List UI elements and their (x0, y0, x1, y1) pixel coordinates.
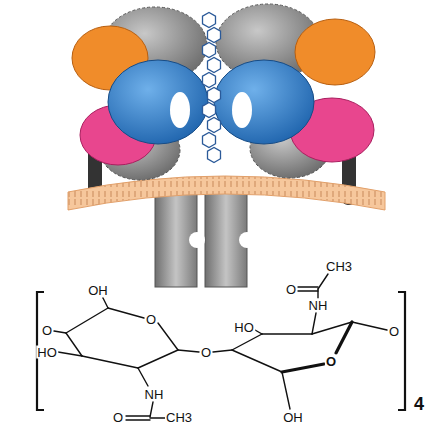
atom-label: O (145, 313, 157, 326)
sugar-ring (208, 148, 221, 163)
atom-label: NH (144, 388, 165, 401)
structure-bonds (54, 274, 387, 420)
atom-label: O (200, 346, 212, 359)
atom-label: O (388, 325, 400, 338)
kinase-domains (155, 185, 255, 287)
blue-domain (214, 60, 314, 144)
repeat-bracket (398, 292, 405, 410)
sugar-ring (208, 28, 221, 43)
atom-label: OH (282, 411, 304, 424)
atom-label: O (325, 355, 337, 368)
membrane (68, 176, 385, 210)
orange-domain (295, 19, 375, 85)
sugar-ring (208, 88, 221, 103)
atom-label: HO (233, 321, 255, 334)
sugar-ring (208, 58, 221, 73)
sugar-ring (203, 43, 216, 58)
atom-label: NH (308, 299, 329, 312)
sugar-ring (203, 133, 216, 148)
repeat-count: 4 (413, 395, 425, 413)
sugar-ring (203, 13, 216, 28)
atom-label: O (41, 324, 53, 337)
blue-domain (108, 60, 208, 144)
sugar-ring (208, 118, 221, 133)
atom-label: CH3 (165, 411, 193, 424)
binding-pocket (232, 92, 252, 128)
atom-label: O (112, 411, 124, 424)
sugar-ring (203, 103, 216, 118)
atom-label: HO (36, 346, 58, 359)
atom-label: CH3 (325, 260, 353, 273)
sugar-ring (203, 73, 216, 88)
atom-label: O (285, 283, 297, 296)
atom-label: OH (87, 284, 109, 297)
chitin-chain (203, 13, 221, 163)
binding-pocket (170, 92, 190, 128)
